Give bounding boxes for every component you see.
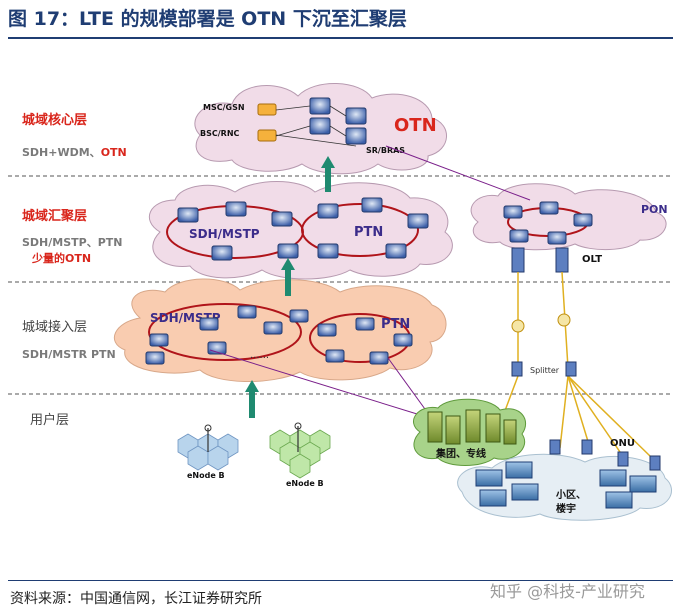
enterprise-cloud: 集团、专线 (413, 398, 527, 466)
core-layer-name: 城域核心层 (22, 112, 87, 128)
layer-separators (8, 175, 672, 395)
uplink-arrows (245, 156, 335, 418)
pon-cloud: PON OLT (470, 183, 668, 273)
aggregation-layer-tech-otn: 少量的OTN (31, 251, 91, 265)
enodeb-right-label: eNode B (286, 479, 324, 488)
msc-gsn-label: MSC/GSN (203, 103, 245, 112)
core-layer-tech: SDH+WDM、 (22, 146, 101, 159)
access-cloud: SDH/MSTP PTN ...... (113, 278, 447, 383)
olt-label: OLT (582, 254, 602, 265)
aggregation-layer-name: 城域汇聚层 (22, 208, 87, 224)
aggregation-cloud: SDH/MSTP PTN (148, 181, 453, 280)
figure-title: 图 17：LTE 的规模部署是 OTN 下沉至汇聚层 (8, 8, 407, 30)
access-ellipsis: ...... (250, 350, 269, 361)
aggregation-right-label: PTN (354, 225, 383, 240)
onu-label: ONU (610, 438, 635, 449)
residential-label-1: 小区、 (555, 488, 586, 501)
source-note: 资料来源：中国通信网，长江证券研究所 (10, 591, 262, 607)
enodeb-left: eNode B (177, 424, 239, 480)
enodeb-left-label: eNode B (187, 471, 225, 480)
fiber-repeaters (511, 313, 571, 333)
footer-rule (8, 580, 673, 581)
user-layer-name: 用户层 (30, 412, 69, 428)
splitters (511, 361, 577, 377)
watermark: 知乎 @科技-产业研究 (490, 582, 645, 601)
enterprise-label: 集团、专线 (435, 447, 486, 460)
core-layer-tech-otn: OTN (101, 146, 127, 159)
core-otn-cloud: OTN MSC/GSN BSC/RNC SR/BRAS (194, 83, 447, 175)
title-rule (8, 37, 673, 39)
pon-cloud-label: PON (641, 203, 668, 216)
residential-label-2: 楼宇 (556, 502, 576, 515)
access-layer-name: 城域接入层 (22, 319, 87, 335)
residential-area: ONU 小区、 楼宇 (457, 438, 672, 521)
purple-links (209, 145, 531, 419)
access-right-label: PTN (381, 317, 410, 332)
aggregation-layer-tech: SDH/MSTP、PTN (22, 236, 122, 249)
enodeb-right: eNode B (269, 422, 331, 488)
splitter-label: Splitter (530, 366, 560, 375)
sr-bras-label: SR/BRAS (366, 146, 405, 155)
layer-labels: 城域核心层 SDH+WDM、OTN 城域汇聚层 SDH/MSTP、PTN 少量的… (22, 112, 127, 428)
core-cloud-label: OTN (394, 115, 437, 136)
bsc-rnc-label: BSC/RNC (200, 129, 240, 138)
svg-text:SDH+WDM、OTN: SDH+WDM、OTN (22, 146, 127, 159)
access-layer-tech: SDH/MSTR PTN (22, 348, 116, 361)
aggregation-left-label: SDH/MSTP (189, 227, 260, 241)
